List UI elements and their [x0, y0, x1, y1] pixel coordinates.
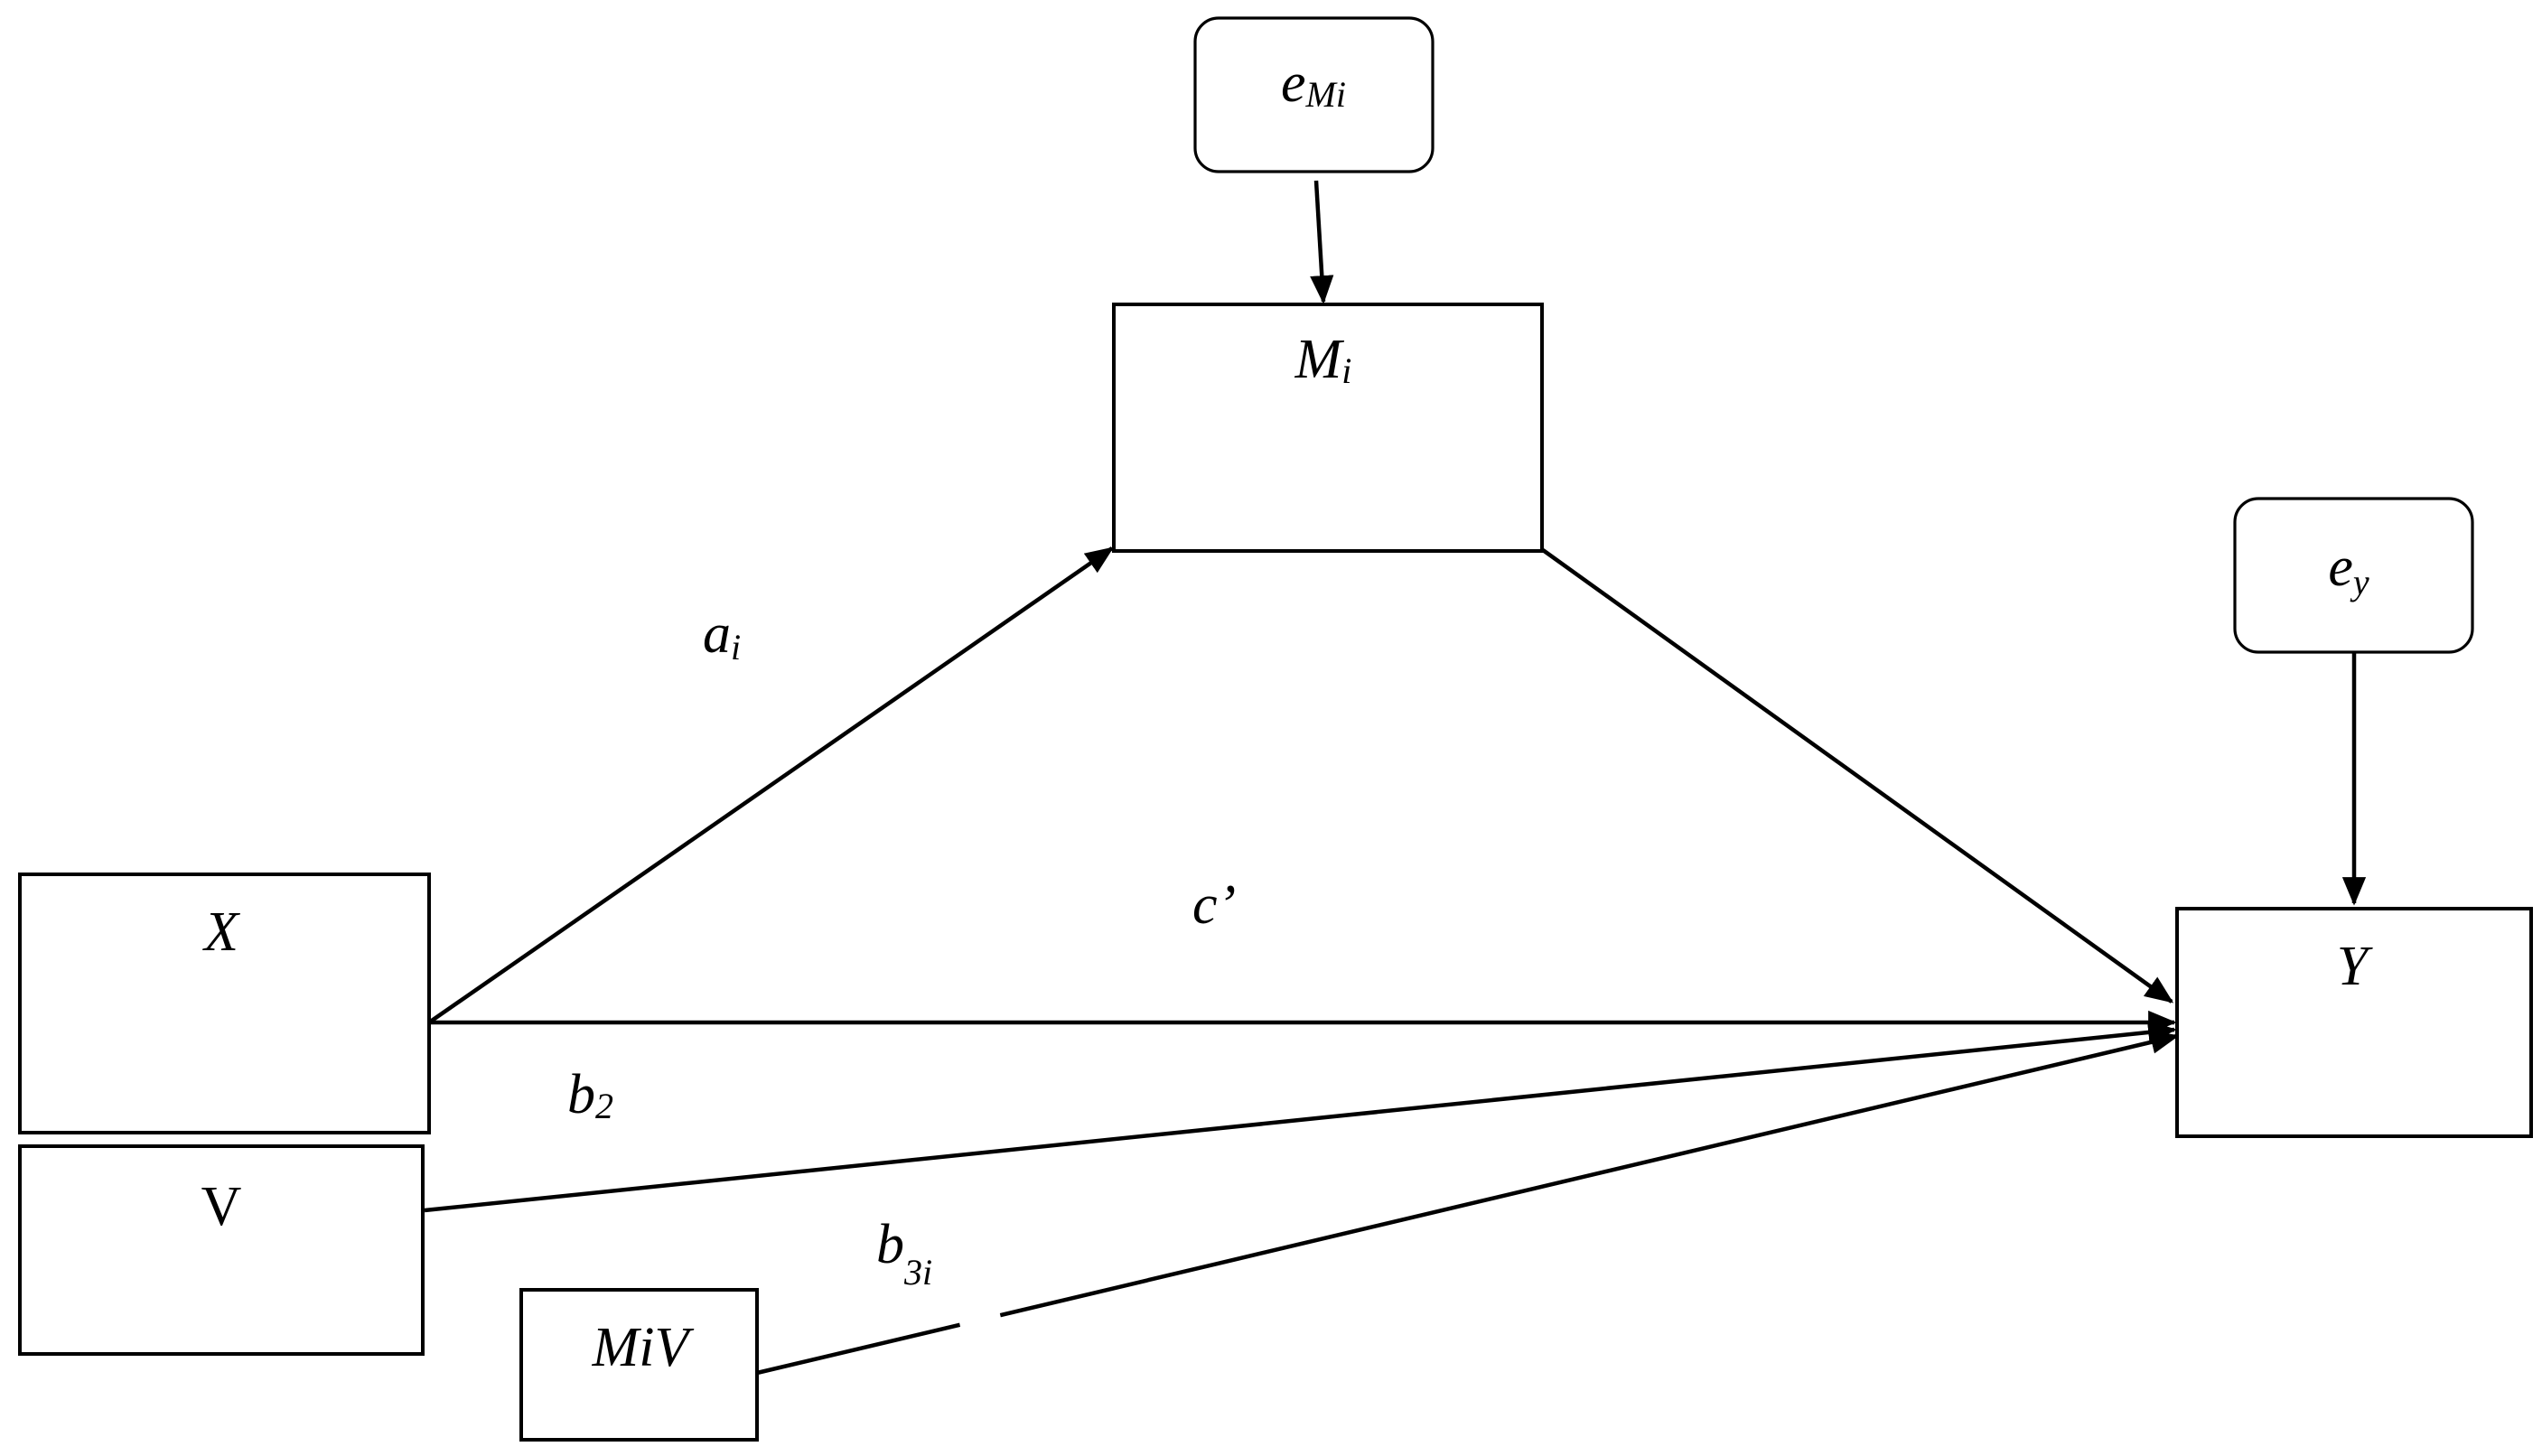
edge-gap [955, 1296, 1002, 1329]
edge-label-b3: b3i [876, 1214, 932, 1293]
svg-text:Mi: Mi [1294, 329, 1352, 391]
svg-text:eMi: eMi [1281, 52, 1346, 115]
node-error-y: ey [2233, 497, 2474, 654]
svg-text:X: X [201, 901, 240, 963]
node-miv: MiV [519, 1288, 759, 1442]
svg-text:Y: Y [2337, 936, 2373, 997]
svg-text:ey: ey [2328, 537, 2369, 602]
edge-label-c: c’ [1192, 874, 1236, 936]
svg-text:V: V [201, 1176, 242, 1237]
edge-m-to-y [1541, 548, 2174, 1003]
edge-v-to-y [424, 1020, 2177, 1213]
edge-em-to-m [1310, 180, 1334, 304]
edge-x-to-m [427, 546, 1115, 1024]
node-mediator: Mi [1112, 303, 1544, 553]
node-y: Y [2175, 907, 2533, 1138]
edge-label-b2: b2 [567, 1064, 613, 1126]
svg-text:MiV: MiV [592, 1317, 695, 1378]
node-x: X [18, 873, 431, 1134]
node-error-m: eMi [1193, 16, 1435, 173]
edge-label-a: ai [703, 603, 741, 667]
node-v: V [18, 1144, 425, 1356]
